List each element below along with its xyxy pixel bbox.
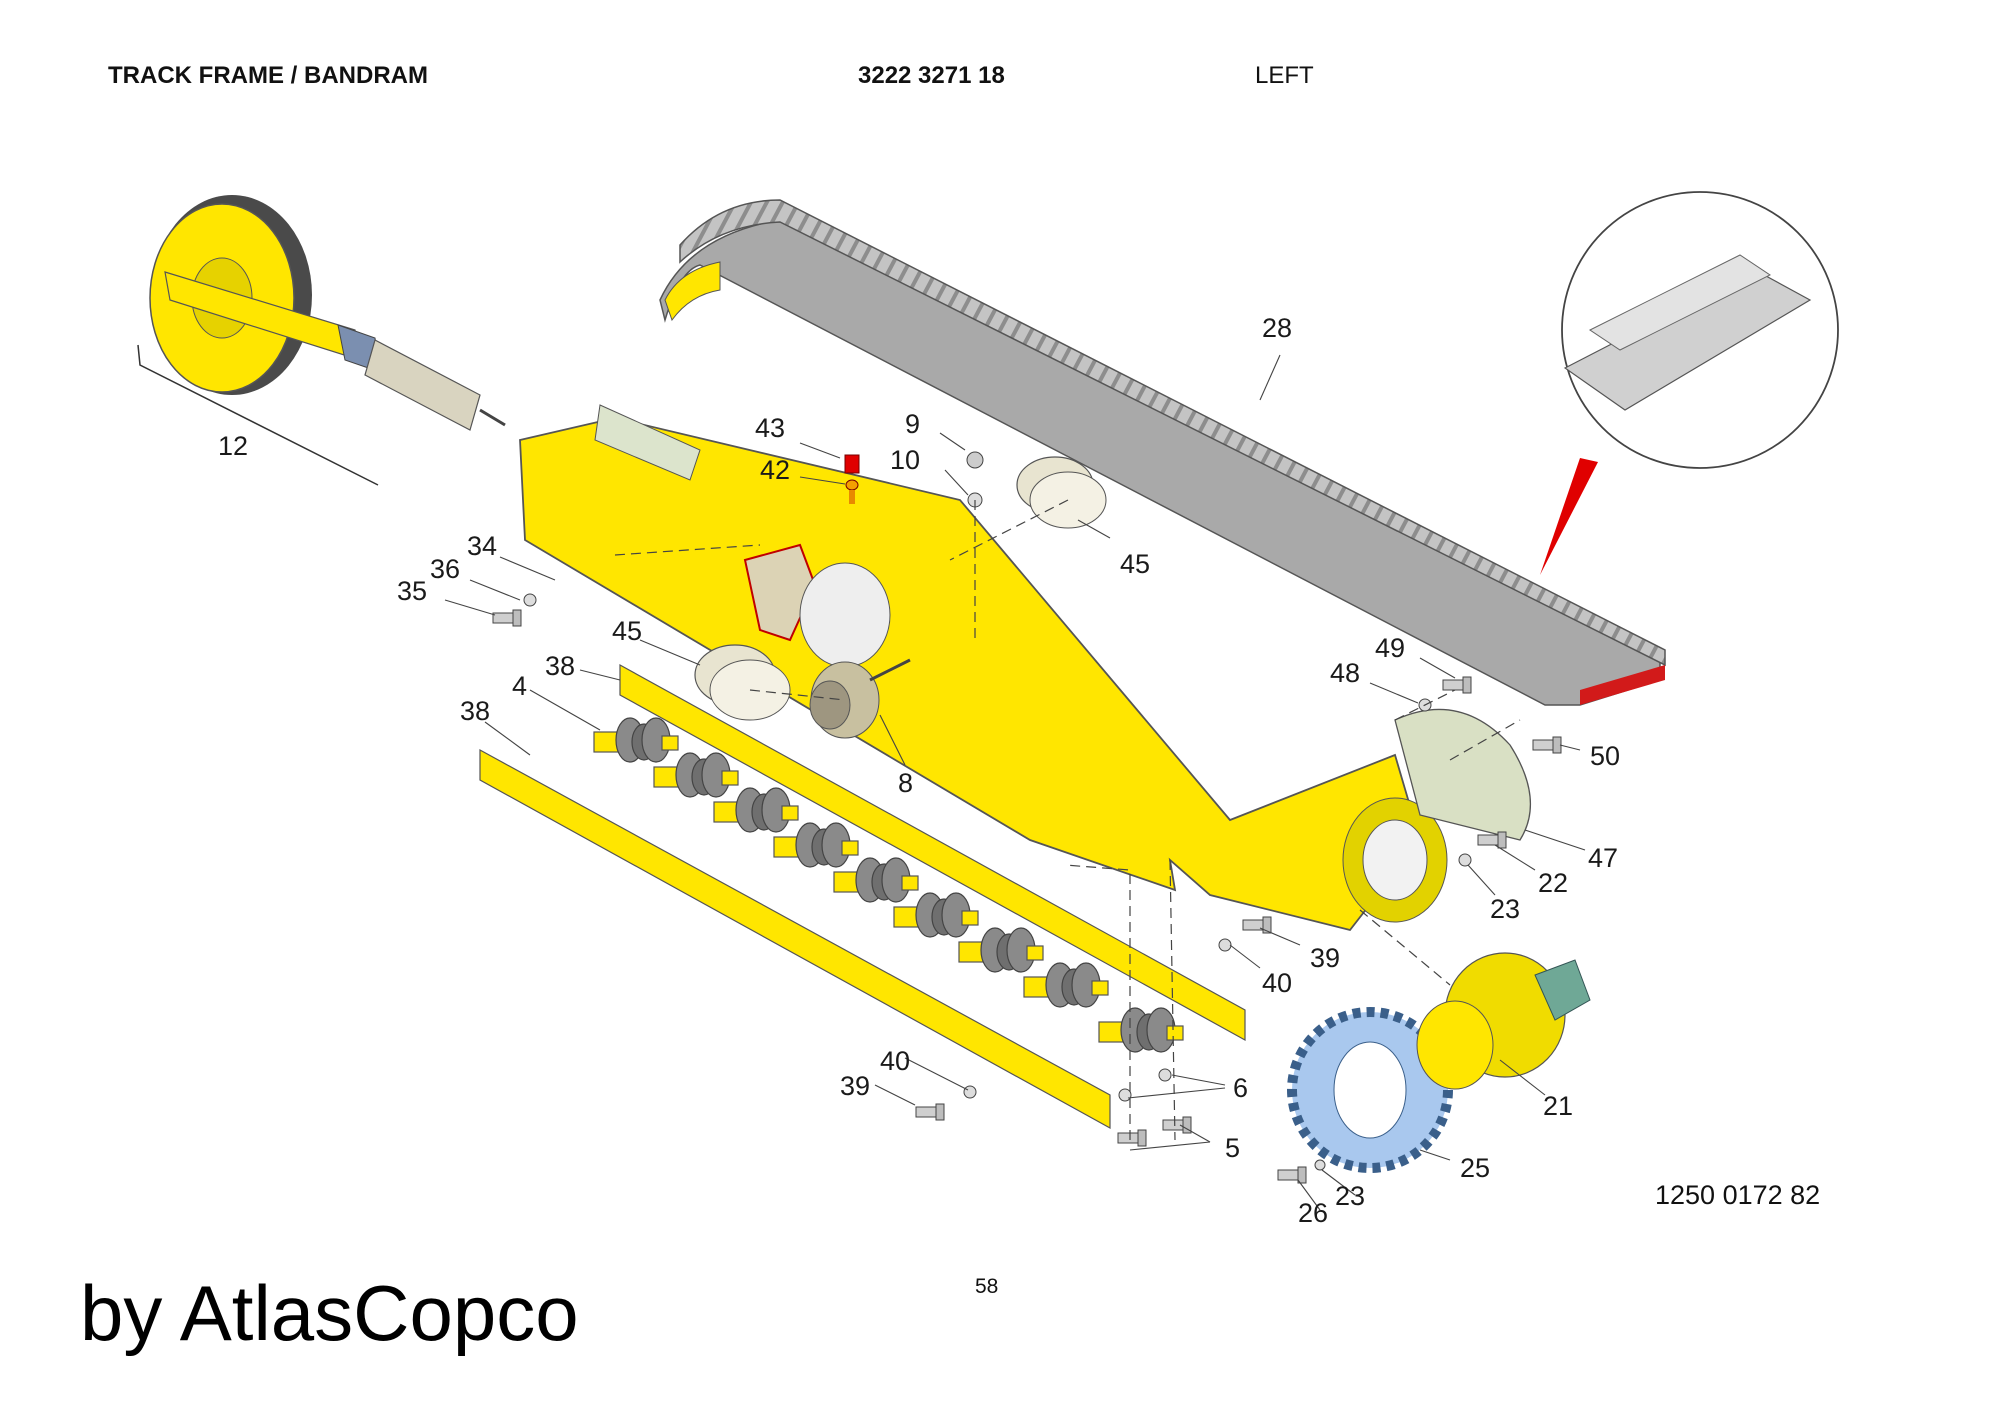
callout-39-upper: 39: [1310, 943, 1340, 973]
callout-23-upper: 23: [1490, 894, 1520, 924]
callout-9: 9: [905, 409, 920, 439]
page-title: TRACK FRAME / BANDRAM: [108, 62, 428, 89]
track-guide-rail-upper: [619, 663, 1246, 1042]
drawing-number: 1250 0172 82: [1655, 1180, 1821, 1210]
callout-38-lower: 38: [460, 696, 490, 726]
callout-45-upper: 45: [1120, 549, 1150, 579]
callout-48: 48: [1330, 658, 1360, 688]
callout-10: 10: [890, 445, 920, 475]
callout-8: 8: [898, 768, 913, 798]
callout-4: 4: [512, 671, 527, 701]
callout-6: 6: [1233, 1073, 1248, 1103]
callout-50: 50: [1590, 741, 1620, 771]
part-callouts: 12 28 43 42 9 10 45 34 36 35 45 38 4 38 …: [218, 313, 1620, 1228]
callout-45-lower: 45: [612, 616, 642, 646]
callout-28: 28: [1262, 313, 1292, 343]
travel-motor-21: [1416, 952, 1591, 1090]
bearing-housing-8: [809, 658, 911, 739]
callout-38-upper: 38: [545, 651, 575, 681]
part-number: 3222 3271 18: [858, 62, 1005, 89]
callout-34: 34: [467, 531, 497, 561]
callout-43: 43: [755, 413, 785, 443]
brand-caption: by AtlasCopco: [80, 1269, 579, 1357]
rubber-track: [659, 199, 1666, 706]
callout-42: 42: [760, 455, 790, 485]
callout-5: 5: [1225, 1133, 1240, 1163]
track-detail-magnifier: [1540, 191, 1839, 575]
track-guide-rail-lower: [479, 748, 1111, 1130]
side-label: LEFT: [1255, 62, 1314, 89]
callout-39-lower: 39: [840, 1071, 870, 1101]
callout-47: 47: [1588, 843, 1618, 873]
page-number: 58: [975, 1275, 999, 1298]
callout-40-lower: 40: [880, 1046, 910, 1076]
callout-49: 49: [1375, 633, 1405, 663]
callout-36: 36: [430, 554, 460, 584]
callout-21: 21: [1543, 1091, 1573, 1121]
callout-23-lower: 23: [1335, 1181, 1365, 1211]
callout-26: 26: [1298, 1198, 1328, 1228]
callout-40-upper: 40: [1262, 968, 1292, 998]
callout-12: 12: [218, 431, 248, 461]
idler-assembly: [137, 195, 506, 486]
leader-lines: [444, 354, 1586, 1211]
drive-cover-47: [1394, 708, 1531, 841]
sprocket-25: [1287, 1007, 1453, 1173]
callout-22: 22: [1538, 868, 1568, 898]
callout-35: 35: [397, 576, 427, 606]
grease-fitting: [844, 454, 860, 504]
callout-25: 25: [1460, 1153, 1490, 1183]
